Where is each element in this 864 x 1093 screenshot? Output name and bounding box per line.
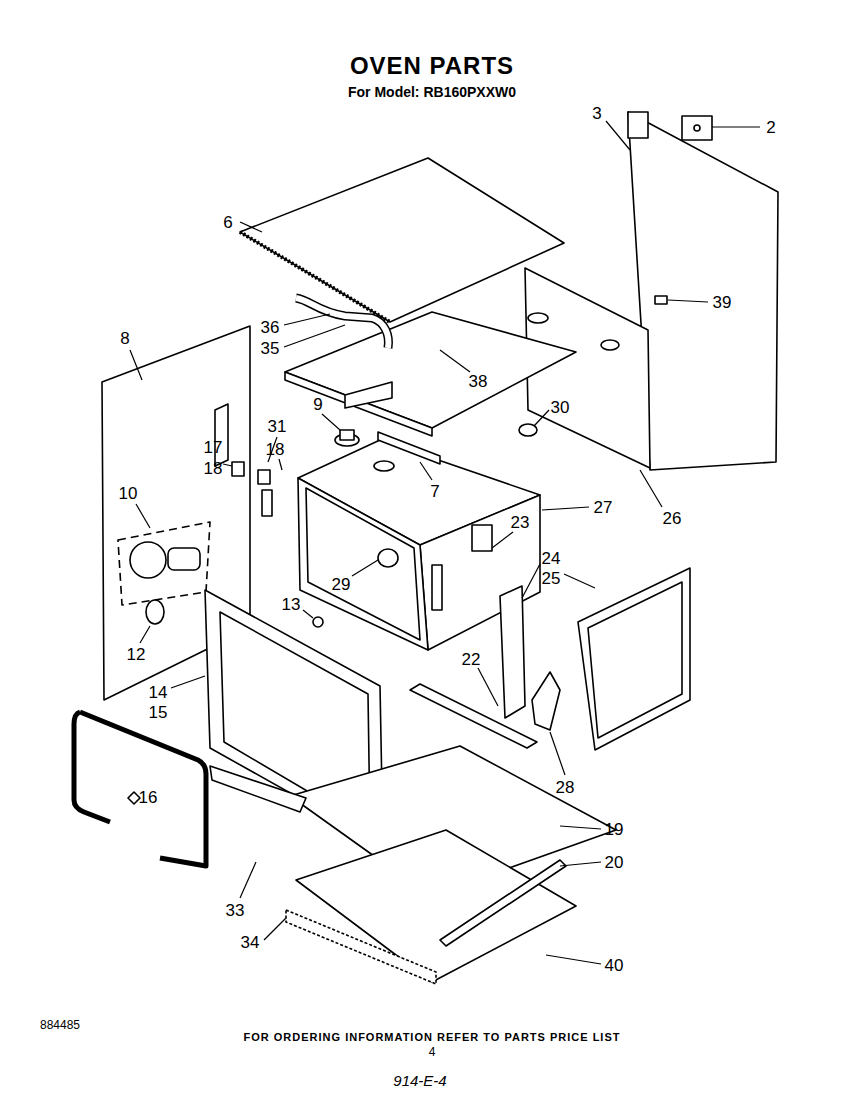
clip <box>262 490 272 516</box>
callout-number: 2 <box>766 119 775 136</box>
callout-number: 39 <box>713 294 732 311</box>
clip <box>313 617 323 627</box>
diagram-title: OVEN PARTS <box>350 54 514 78</box>
bracket <box>215 404 228 466</box>
model-subtitle: For Model: RB160PXXW0 <box>348 85 516 99</box>
bracket <box>682 116 712 140</box>
callout-number: 14 <box>149 684 168 701</box>
rail <box>440 860 566 946</box>
callout-number: 6 <box>223 214 232 231</box>
callout-number: 27 <box>594 499 613 516</box>
side-panel <box>578 568 690 750</box>
bracket <box>500 586 525 718</box>
clip <box>258 470 270 484</box>
callout-number: 35 <box>261 340 280 357</box>
callout-number: 7 <box>430 483 439 500</box>
callout-number: 33 <box>226 902 245 919</box>
tube-inner <box>296 298 388 348</box>
bracket <box>210 766 306 812</box>
hole <box>374 461 394 471</box>
plate-cutout <box>345 382 392 408</box>
bottom-pan <box>296 830 576 982</box>
lamp-socket <box>130 542 166 578</box>
rear-panel <box>628 112 778 470</box>
callout-number: 10 <box>119 485 138 502</box>
bracket <box>378 432 440 464</box>
callout-number: 38 <box>469 373 488 390</box>
callout-number: 29 <box>332 576 351 593</box>
callout-number: 20 <box>605 854 624 871</box>
callout-number: 34 <box>241 934 260 951</box>
callout-number: 19 <box>605 821 624 838</box>
clip <box>655 296 667 304</box>
fitting <box>340 430 354 440</box>
clip <box>232 462 244 476</box>
callout-number: 36 <box>261 319 280 336</box>
vent-strip <box>286 910 436 984</box>
callout-number: 31 <box>268 418 287 435</box>
top-panel <box>240 158 564 322</box>
callout-number: 18 <box>204 460 223 477</box>
clip <box>128 792 140 804</box>
hole <box>528 313 548 323</box>
page-mark: 884485 <box>40 1019 80 1031</box>
page-mark: 914-E-4 <box>393 1073 446 1088</box>
callout-number: 18 <box>266 441 285 458</box>
callout-number: 23 <box>511 514 530 531</box>
rail <box>410 684 537 748</box>
plate <box>285 312 576 428</box>
cavity-opening <box>306 488 420 640</box>
callout-number: 28 <box>556 779 575 796</box>
plate <box>472 525 492 551</box>
callout-number: 24 <box>542 550 561 567</box>
cavity-front <box>298 478 428 650</box>
callout-number: 30 <box>551 399 570 416</box>
plate-edge <box>285 372 432 436</box>
leader-lines <box>130 121 760 964</box>
callout-number: 15 <box>149 704 168 721</box>
callout-number: 40 <box>605 957 624 974</box>
callout-number: 3 <box>592 105 601 122</box>
hole <box>601 340 619 350</box>
callout-number: 22 <box>462 651 481 668</box>
callout-number: 26 <box>663 510 682 527</box>
lamp-housing <box>168 548 200 570</box>
hinge-slots <box>432 565 442 610</box>
lamp-outline <box>118 522 210 605</box>
callout-number: 9 <box>313 396 322 413</box>
gasket <box>74 712 206 866</box>
footer-note: FOR ORDERING INFORMATION REFER TO PARTS … <box>244 1032 621 1043</box>
callout-number: 25 <box>542 570 561 587</box>
callout-number: 12 <box>127 646 146 663</box>
window <box>378 549 398 567</box>
bulb <box>146 600 164 624</box>
callout-number: 17 <box>204 439 223 456</box>
callout-number: 16 <box>139 789 158 806</box>
callout-number: 13 <box>282 596 301 613</box>
callout-number: 8 <box>120 330 129 347</box>
side-panel-inner <box>588 582 682 738</box>
tube <box>296 298 388 348</box>
hinge <box>532 672 560 730</box>
page-mark: 4 <box>429 1046 436 1058</box>
hole <box>694 125 700 131</box>
panel-tab <box>628 112 648 138</box>
